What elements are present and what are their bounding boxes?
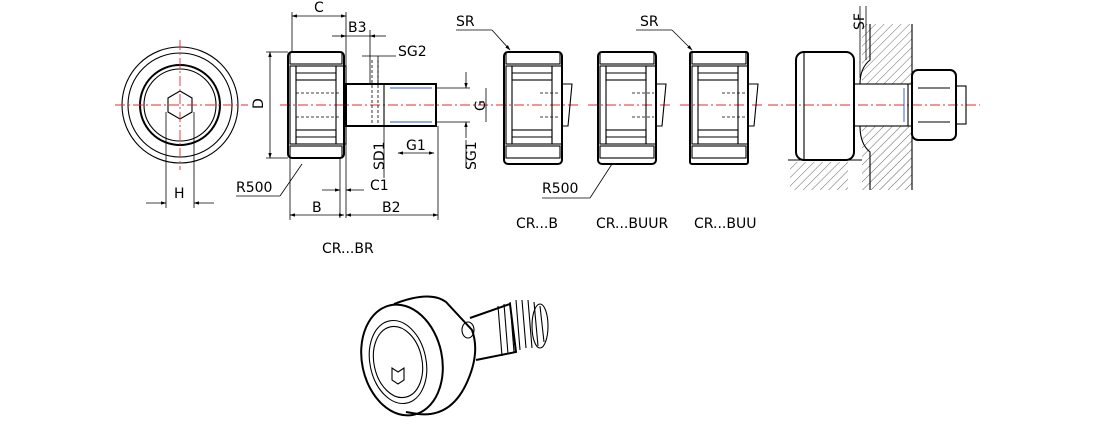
dimensions-cr-br: C B3 SG2 D G SD1 G1 SG1 [236,0,489,220]
dim-b-label: B [312,200,322,216]
section-view-cr-buur: SR [588,14,693,165]
dim-g-label: G [473,100,489,111]
caption-cr-buu: CR...BUU [694,216,756,232]
dim-h-label: H [174,186,185,202]
dim-c-label: C [314,0,324,16]
dim-sg2-label: SG2 [398,44,427,60]
mounting-view: SF [768,6,980,190]
dim-sf-label: SF [852,13,868,30]
thread-lines [497,299,545,357]
dim-c1-label: C1 [370,178,389,194]
caption-cr-b: CR...B [516,216,558,232]
caption-cr-br: CR...BR [322,241,374,257]
dim-sg1-label: SG1 [464,141,480,170]
section-view-cr-buu [680,51,764,165]
section-view-cr-b: SR R500 [456,14,613,199]
dim-r500-mid-label: R500 [542,181,578,197]
dim-r500-left-label: R500 [236,180,272,196]
dim-d-label: D [251,98,267,109]
dim-sr-2-label: SR [640,14,659,30]
caption-cr-buur: CR...BUUR [596,216,668,232]
dim-g1-label: G1 [406,138,426,154]
dim-sr-1-label: SR [456,14,475,30]
dim-sd1-label: SD1 [372,141,388,170]
dim-b3-label: B3 [348,20,367,36]
dim-b2-label: B2 [382,200,401,216]
front-view: H [115,40,248,208]
isometric-view [360,295,549,417]
